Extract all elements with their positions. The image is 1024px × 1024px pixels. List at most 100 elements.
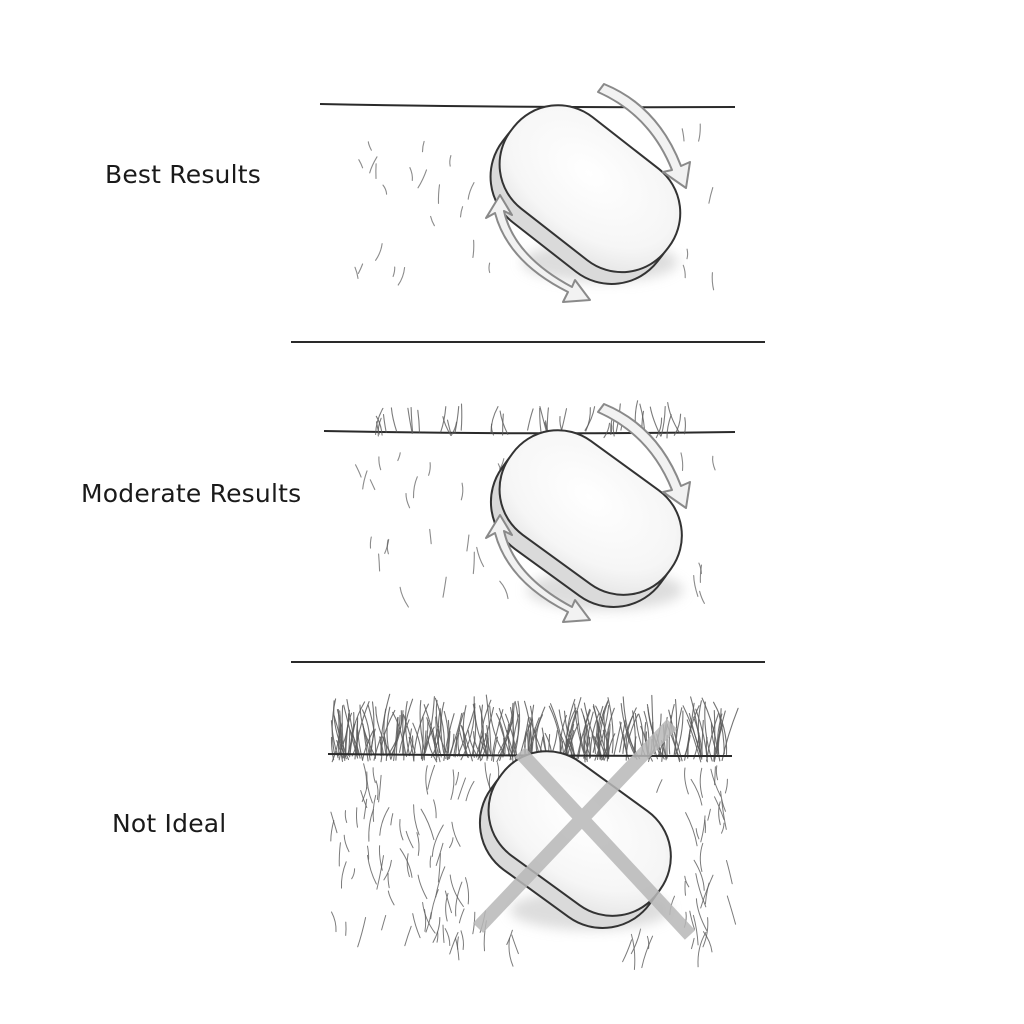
hair-strand <box>416 832 420 856</box>
hair-strand <box>372 794 377 822</box>
hair-strand <box>442 576 447 598</box>
hair-strand <box>428 462 431 476</box>
hair-strand <box>674 710 684 757</box>
pumice-stone-icon <box>489 104 682 285</box>
hair-strand <box>687 705 700 755</box>
hair-strand <box>403 715 416 754</box>
hair-strand <box>607 697 614 754</box>
hair-strand <box>408 736 415 762</box>
hair-strand <box>693 574 699 597</box>
hair-strand <box>446 419 452 433</box>
hair-strand <box>413 804 420 836</box>
hair-strand <box>586 711 594 762</box>
hair-strand <box>693 859 705 891</box>
hair-strand <box>610 423 613 436</box>
hair-strand <box>502 413 504 436</box>
rotation-arrow-icon <box>485 403 691 623</box>
hair-strand <box>331 911 337 933</box>
panel-label-best-results: Best Results <box>105 160 261 189</box>
hair-strand <box>405 492 411 509</box>
hair-strand <box>584 406 596 431</box>
hair-strand <box>684 875 690 888</box>
hair-strand <box>442 416 452 436</box>
hair-strand <box>427 735 438 763</box>
hair-strand <box>399 848 413 878</box>
hair-strand <box>392 266 396 278</box>
hair-strand <box>721 822 725 834</box>
hair-strand <box>466 534 470 552</box>
hair-strand <box>363 763 368 789</box>
hair-strand <box>450 421 458 436</box>
hair-strand <box>692 914 699 946</box>
hair-strand <box>433 799 437 819</box>
hair-strand <box>361 709 371 755</box>
hair-strand <box>367 845 370 860</box>
hair-strand <box>372 767 376 784</box>
hair-strand <box>684 734 691 756</box>
hair-strand <box>437 853 441 883</box>
hair-strand <box>412 913 421 939</box>
hair-strand <box>512 714 520 763</box>
hair-strand <box>445 892 449 922</box>
hair-strand <box>472 239 475 258</box>
hair-strand <box>726 895 737 925</box>
hair-strand <box>417 169 428 189</box>
hair-strand <box>457 732 461 757</box>
hair-strand <box>420 808 435 841</box>
hair-strand <box>485 694 492 755</box>
hair-strand <box>495 713 506 755</box>
hair-strand <box>431 824 444 857</box>
pumice-stone-icon <box>489 429 683 610</box>
hair-strand <box>655 417 663 439</box>
hair-strand <box>674 707 683 755</box>
hair-strand <box>404 925 412 947</box>
hair-strand <box>405 830 414 849</box>
hair-strand <box>455 881 463 917</box>
hair-strand <box>440 406 447 433</box>
hair-strand <box>340 861 347 889</box>
hair-strand <box>378 456 382 471</box>
hair-strand <box>390 407 398 433</box>
hair-strand <box>699 564 703 583</box>
hair-strand <box>697 931 707 968</box>
hair-strand <box>506 929 513 945</box>
hair-strand <box>430 215 435 227</box>
hair-strand <box>346 698 358 758</box>
hair-strand <box>704 819 706 834</box>
hair-strand <box>356 721 359 756</box>
hair-strand <box>488 262 491 274</box>
hair-strand <box>355 807 358 828</box>
hair-strand <box>387 873 390 889</box>
hair-strand <box>449 837 454 849</box>
hair-strands-sparse <box>354 123 715 291</box>
hair-strand <box>402 698 414 755</box>
hair-strand <box>461 725 473 762</box>
hair-strand <box>646 935 650 950</box>
hair-strand <box>695 873 707 908</box>
hair-strand <box>712 701 728 756</box>
hair-strand <box>641 935 654 969</box>
hair-strand <box>585 407 591 432</box>
hair-strand <box>656 779 663 793</box>
hair-strand <box>459 206 464 218</box>
hair-strand <box>499 580 509 600</box>
hair-strand <box>710 722 719 757</box>
hair-strand <box>366 771 373 804</box>
hair-strand <box>370 728 376 757</box>
hair-strand <box>354 464 362 478</box>
hair-strand <box>699 590 705 604</box>
hair-strand <box>369 536 372 549</box>
hair-strand <box>718 801 721 826</box>
hair-strand <box>622 715 634 754</box>
hair-strand <box>417 874 428 900</box>
hair-strand <box>666 414 672 439</box>
hair-strand <box>673 413 682 436</box>
hair-strand <box>330 736 335 761</box>
hair-strand <box>699 842 704 872</box>
skin-surface-line <box>319 103 736 109</box>
hair-strand <box>425 765 429 795</box>
hair-strand <box>619 721 628 754</box>
hair-strand <box>437 184 441 204</box>
hair-strand <box>359 704 376 756</box>
hair-strand <box>583 708 591 763</box>
